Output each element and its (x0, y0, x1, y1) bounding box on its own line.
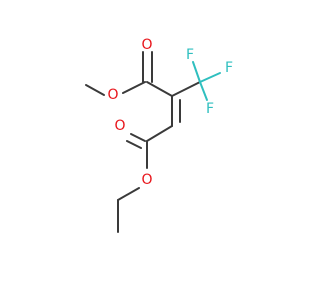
atom-f-right: F (225, 60, 233, 76)
bond-c-f-bottom (199, 81, 208, 101)
atom-o-methoxy: O (107, 87, 118, 103)
atom-o-ethoxy: O (141, 172, 152, 188)
atom-f-top: F (186, 47, 194, 63)
bond-o-ch2 (117, 187, 140, 201)
atom-o-carbonyl-bottom: O (114, 118, 125, 134)
bond-c-f-top (192, 61, 201, 83)
molecule-structure: O O O O F F F (85, 37, 233, 233)
atom-o-carbonyl-top: O (141, 37, 152, 53)
bond-c-o-double-bottom-b (126, 140, 142, 149)
atom-f-bottom: F (206, 101, 214, 117)
bond-c2-cf3 (171, 81, 201, 97)
bond-ester-c-to-c2 (146, 81, 173, 97)
bond-c3-ester-c (146, 125, 173, 142)
bond-o-c-top-ester (122, 81, 146, 94)
bond-c-f-right (199, 72, 221, 83)
bond-c-o-double-bottom-a (130, 133, 146, 142)
bond-methyl-o (85, 84, 105, 96)
